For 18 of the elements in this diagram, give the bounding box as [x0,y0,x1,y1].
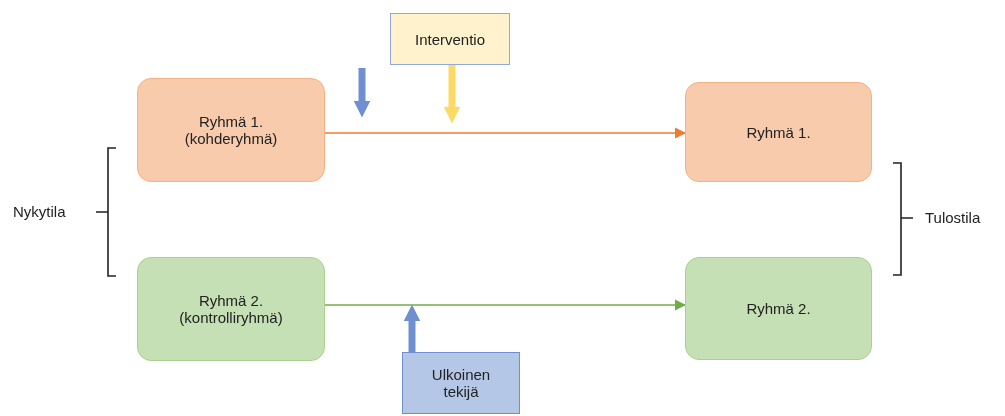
group-box [685,82,872,182]
external-factor-box [402,352,520,414]
arrow [324,127,687,139]
group-box [685,257,872,360]
node-text: Ryhmä 1. (kohderyhmä) [183,113,279,147]
arrow [324,299,687,311]
node-text: Ryhmä 2. [745,300,812,317]
node-text: Ryhmä 2. (kontrolliryhmä) [178,292,284,326]
intervention-box [390,13,510,65]
block-arrow [403,304,421,352]
group-box [137,257,325,361]
node-text: Interventio [413,30,486,48]
bracket-label: Nykytila [13,203,66,220]
block-arrow [443,65,461,124]
bracket-label: Tulostila [925,209,981,226]
node-text: Ryhmä 1. [745,123,812,141]
group-box [137,78,325,182]
node-text: Ulkoinen tekijä [430,366,492,400]
